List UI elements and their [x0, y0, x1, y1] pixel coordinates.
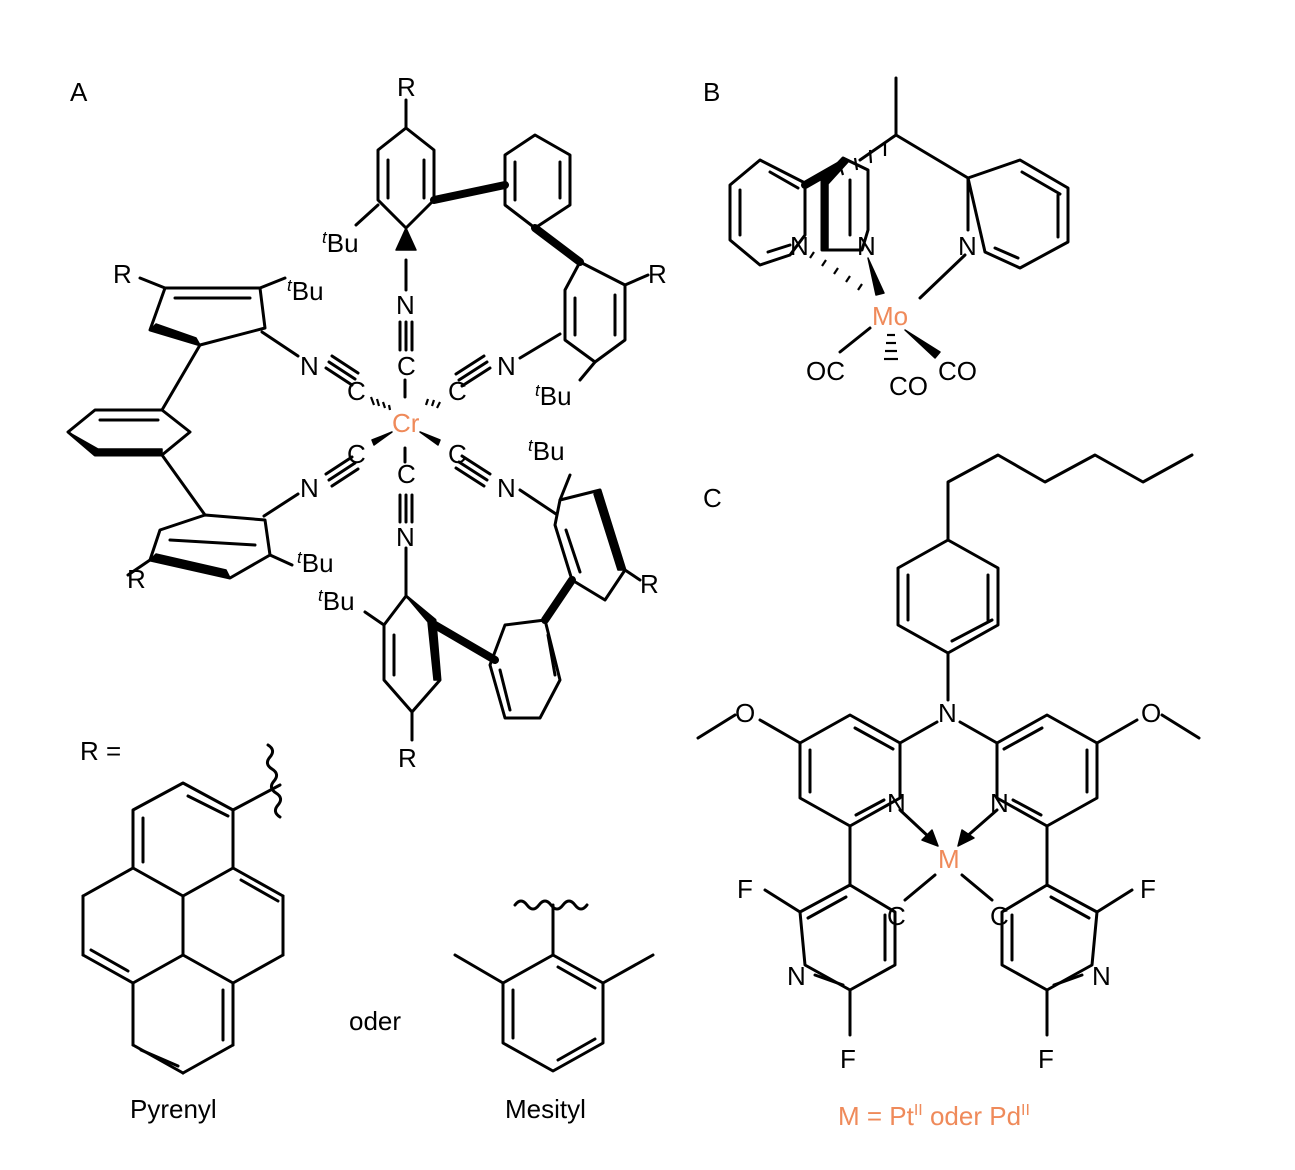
c-right: C — [990, 901, 1009, 931]
n-lower-left: N — [300, 473, 319, 503]
hexyl-chain — [946, 453, 1194, 542]
panel-c-atom-labels: N O O N N M C C F F N N F F — [735, 698, 1161, 1074]
n-upper-right: N — [497, 351, 516, 381]
isocyanide-bonds — [260, 258, 562, 598]
r-equals-label: R = — [80, 736, 121, 766]
tbu-right-lower: tBu — [528, 436, 565, 466]
aryl-ring-bottom — [363, 594, 499, 742]
c-top: C — [397, 351, 416, 381]
c-upper-right: C — [448, 376, 467, 406]
phenyl-ring-aryl — [896, 538, 1000, 702]
oc-left: OC — [806, 356, 845, 386]
c-left: C — [887, 901, 906, 931]
pyrenyl-structure: Pyrenyl — [81, 743, 285, 1124]
panel-label-b: B — [703, 77, 720, 107]
mesityl-structure: Mesityl — [453, 899, 655, 1124]
panel-b: B — [703, 76, 1070, 401]
aryl-ring-top — [354, 98, 509, 251]
pyridine-middle — [820, 156, 870, 252]
tbu-left-upper: tBu — [287, 276, 324, 306]
n-fluoropyridine-left: N — [787, 961, 806, 991]
tbu-top-base: Bu — [327, 228, 359, 258]
substituent-r-right: R — [648, 259, 667, 289]
substituent-r-bottom: R — [398, 743, 417, 773]
mesityl-caption: Mesityl — [505, 1094, 586, 1124]
f-left-upper: F — [737, 874, 753, 904]
metal-mo: Mo — [872, 301, 908, 331]
phenyl-ring-bottom-right — [488, 576, 576, 720]
n-pyridine-middle: N — [857, 231, 876, 261]
n-amine: N — [938, 698, 957, 728]
c-lower-right: C — [448, 439, 467, 469]
tbu-bottom: tBu — [318, 586, 355, 616]
pyrenyl-caption: Pyrenyl — [130, 1094, 217, 1124]
n-upper-left: N — [300, 351, 319, 381]
f-left-lower: F — [840, 1044, 856, 1074]
metal-cr: Cr — [392, 408, 420, 438]
n-top: N — [396, 290, 415, 320]
pyridine-left-methoxy — [696, 713, 902, 828]
c-upper-left: C — [347, 376, 366, 406]
n-pyridine-left: N — [790, 231, 809, 261]
panel-c: C — [696, 453, 1201, 1131]
f-right-lower: F — [1038, 1044, 1054, 1074]
tbu-top: tBu — [322, 228, 359, 258]
n-lower-right: N — [497, 473, 516, 503]
c-lower-left: C — [347, 439, 366, 469]
tbu-top-sup: t — [322, 228, 328, 247]
panel-label-a: A — [70, 77, 88, 107]
co-right: CO — [938, 356, 977, 386]
panel-b-atom-labels: N N N Mo OC CO CO — [790, 231, 977, 401]
fluoropyridine-left — [763, 824, 937, 1037]
n-pyridine-left: N — [887, 788, 906, 818]
metal-m: M — [938, 844, 960, 874]
n-bottom: N — [396, 522, 415, 552]
n-pyridine-right: N — [958, 231, 977, 261]
substituent-r-right-lower: R — [640, 569, 659, 599]
panel-a-atom-labels: Cr R R R R R R N C C N N C C N C N C N t… — [113, 72, 667, 773]
substituent-r-left-lower: R — [127, 564, 146, 594]
co-bottom: CO — [889, 371, 928, 401]
n-fluoropyridine-right: N — [1092, 961, 1111, 991]
aryl-ring-left-lower — [126, 513, 294, 580]
panel-label-c: C — [703, 483, 722, 513]
tbu-left-lower: tBu — [297, 548, 334, 578]
substituent-r-top: R — [397, 72, 416, 102]
pyridine-right — [966, 158, 1070, 270]
aryl-ring-left-upper — [138, 276, 287, 412]
tbu-right: tBu — [535, 381, 572, 411]
aryl-ring-right-lower — [553, 473, 642, 602]
panel-a: A — [66, 72, 667, 773]
r-definition: R = Pyrenyl oder — [80, 736, 655, 1124]
phenyl-ring-left-middle — [66, 408, 207, 517]
c-bottom: C — [397, 459, 416, 489]
metal-definition-caption: M = PtII oder PdII — [838, 1101, 1030, 1131]
o-methoxy-left: O — [735, 698, 755, 728]
or-word: oder — [349, 1006, 401, 1036]
fluoropyridine-right — [960, 824, 1134, 1037]
o-methoxy-right: O — [1141, 698, 1161, 728]
substituent-r-left-upper: R — [113, 259, 132, 289]
n-pyridine-right: N — [990, 788, 1009, 818]
pyridine-right-methoxy — [995, 713, 1201, 828]
phenyl-ring-top-right — [503, 133, 584, 266]
f-right-upper: F — [1140, 874, 1156, 904]
aryl-ring-right — [563, 260, 650, 382]
cr-coordination-bonds — [369, 378, 441, 464]
